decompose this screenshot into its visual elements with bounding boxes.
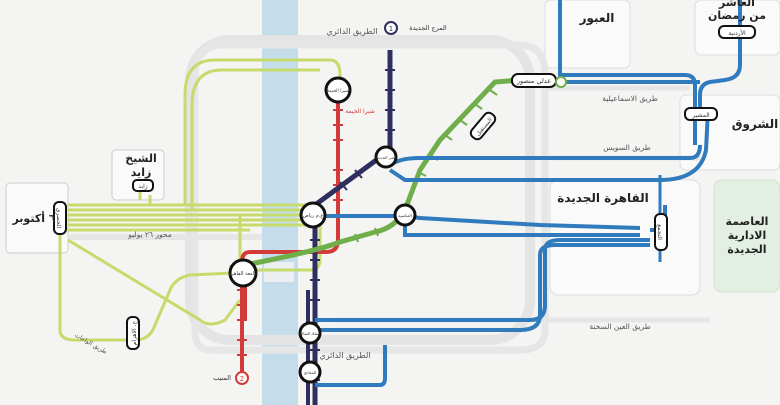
station-shubra[interactable]: شبرا الخيمة bbox=[324, 76, 352, 104]
area-new-capital-2: الادارية bbox=[728, 229, 767, 242]
station-hosary-label: الحصري bbox=[55, 208, 62, 229]
terminal-marg[interactable]: 1 المرج الجديدة bbox=[384, 21, 447, 35]
station-zayed-label: زايد bbox=[138, 183, 147, 190]
station-abbasia-label: العباسية bbox=[398, 213, 411, 218]
station-ardeya-label: الأردنية bbox=[728, 29, 746, 37]
station-zayed[interactable]: زايد bbox=[132, 179, 154, 192]
area-october: ٦ أكتوبر bbox=[11, 211, 55, 225]
station-shubra-label: شبرا الخيمة bbox=[327, 89, 349, 94]
station-maadi[interactable]: المعادي bbox=[298, 360, 322, 384]
area-new-cairo: القاهرة الجديدة bbox=[557, 191, 649, 205]
area-new-capital-3: الجديدة bbox=[727, 243, 766, 256]
station-adly-mansour[interactable]: عدلي منصور bbox=[511, 73, 557, 88]
metro-line-1 bbox=[306, 50, 395, 405]
shubra-tag: شبرا الخيمة bbox=[345, 108, 375, 115]
area-sheikh-zayed-2: زايد bbox=[131, 166, 152, 179]
road-wahat: طريق الواحات bbox=[73, 332, 108, 356]
zone-obour bbox=[544, 0, 631, 69]
station-moneeb-north-label: الملك الصالح bbox=[300, 331, 320, 336]
station-ardeya[interactable]: الأردنية bbox=[718, 25, 756, 39]
station-cairo-university[interactable]: جامعة القاهرة bbox=[228, 258, 258, 288]
area-sheikh-zayed-1: الشيخ bbox=[125, 152, 157, 165]
road-ring-north: الطريق الدائري bbox=[326, 27, 377, 36]
station-abbasia[interactable]: العباسية bbox=[393, 203, 417, 227]
area-tenth-ramadan-1: العاشر bbox=[718, 0, 755, 9]
station-masr-gedida[interactable]: مصر الجديدة bbox=[374, 145, 398, 169]
road-axis-26: محور ٢٦ يوليو bbox=[127, 230, 172, 239]
station-ataba-label: ع.م رياض bbox=[303, 213, 324, 219]
area-new-capital-1: العاصمة bbox=[726, 215, 769, 228]
island-north bbox=[264, 262, 294, 282]
area-obour: العبور bbox=[579, 11, 615, 26]
road-ismailia: طريق الاسماعيلية bbox=[602, 94, 658, 103]
area-tenth-ramadan-2: من رمضان bbox=[708, 9, 766, 22]
station-ahram[interactable]: ح. الاهرام bbox=[126, 316, 140, 350]
station-tagamoa-label: التجمع bbox=[656, 224, 663, 240]
road-ain-sokhna: طريق العين السخنة bbox=[589, 322, 650, 331]
zone-new-capital bbox=[713, 179, 780, 293]
road-suez: طريق السويس bbox=[603, 143, 650, 152]
terminal-monib-label: المنيب bbox=[213, 374, 231, 382]
station-cairo-university-label: جامعة القاهرة bbox=[229, 271, 258, 277]
station-hosary[interactable]: الحصري bbox=[53, 201, 67, 235]
station-ahram-label: ح. الاهرام bbox=[131, 321, 138, 346]
station-maadi-label: المعادي bbox=[304, 370, 317, 375]
station-mostashar-label: المشير bbox=[691, 112, 710, 119]
terminal-1-number: 1 bbox=[389, 25, 393, 33]
station-ataba[interactable]: ع.م رياض bbox=[299, 201, 327, 229]
island-south bbox=[264, 308, 294, 326]
station-moneeb-north[interactable]: الملك الصالح bbox=[298, 321, 322, 345]
road-ring-south: الطريق الدائري bbox=[319, 351, 370, 360]
terminal-marg-label: المرج الجديدة bbox=[409, 24, 447, 32]
area-shorouk: الشروق bbox=[732, 117, 778, 132]
station-masr-gedida-label: مصر الجديدة bbox=[375, 155, 396, 160]
station-adly-mansour-label: عدلي منصور bbox=[516, 77, 551, 85]
zone-october bbox=[5, 182, 69, 254]
zone-central bbox=[185, 35, 535, 345]
station-mostashar[interactable]: المشير bbox=[684, 107, 718, 121]
station-tagamoa[interactable]: التجمع bbox=[654, 213, 668, 251]
sun-icon bbox=[555, 76, 567, 88]
terminal-2-number: 2 bbox=[240, 375, 244, 383]
terminal-monib[interactable]: 2 المنيب bbox=[213, 371, 249, 385]
station-mostakbal[interactable]: المستقبل bbox=[469, 111, 497, 142]
